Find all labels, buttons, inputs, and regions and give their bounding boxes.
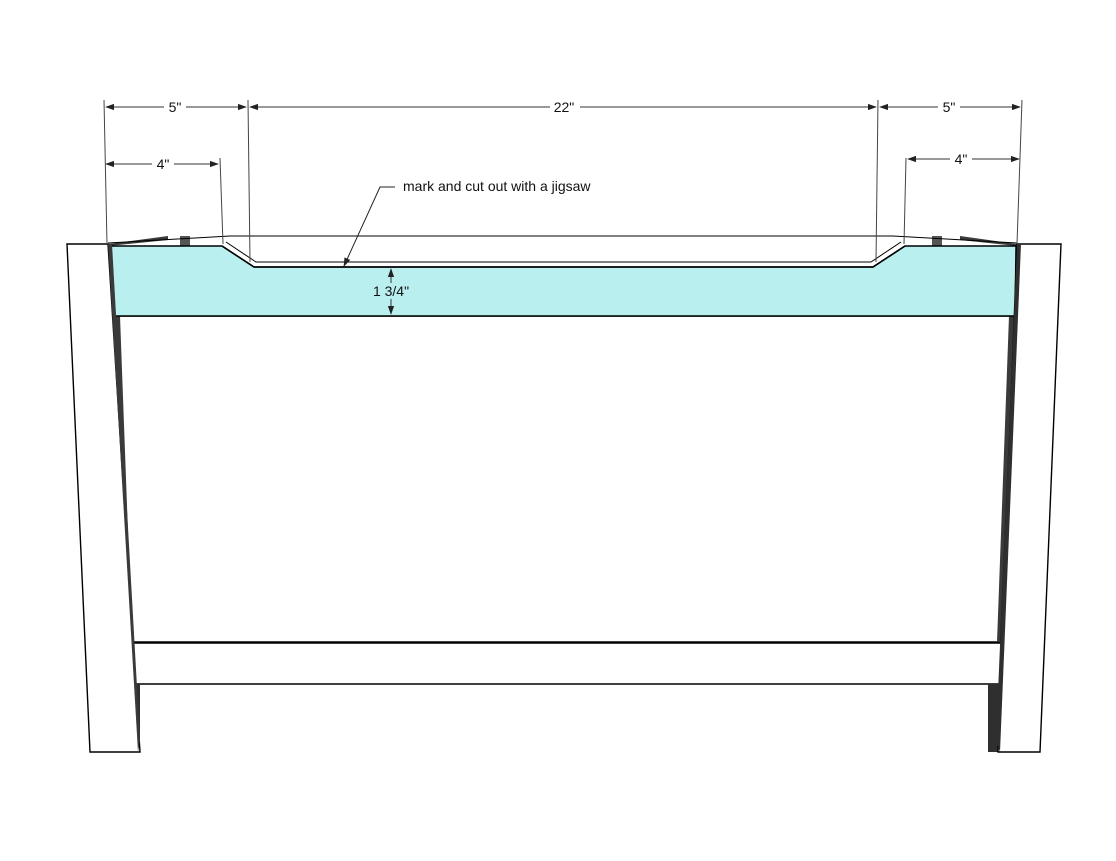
dim-right-outer: 5" — [943, 99, 956, 115]
bottom-rail — [127, 642, 1002, 752]
top-rail-board — [109, 241, 1017, 317]
dim-center: 22" — [554, 99, 575, 115]
jigsaw-callout: mark and cut out with a jigsaw — [343, 178, 591, 267]
dim-right-inner: 4" — [955, 151, 968, 167]
left-leg — [66, 243, 141, 753]
dim-rail-height: 1 3/4" — [373, 283, 409, 299]
dimension-top-row: 5" 22" 5" — [103, 98, 1023, 263]
right-leg — [996, 243, 1062, 753]
dimension-second-row: 4" 4" — [105, 150, 1020, 245]
front-panel — [114, 315, 1015, 643]
rail-height-dimension: 1 3/4" — [366, 268, 416, 315]
back-top-edge — [107, 235, 1018, 246]
dim-left-outer: 5" — [169, 99, 182, 115]
dim-left-inner: 4" — [157, 156, 170, 172]
jigsaw-note: mark and cut out with a jigsaw — [403, 178, 591, 194]
